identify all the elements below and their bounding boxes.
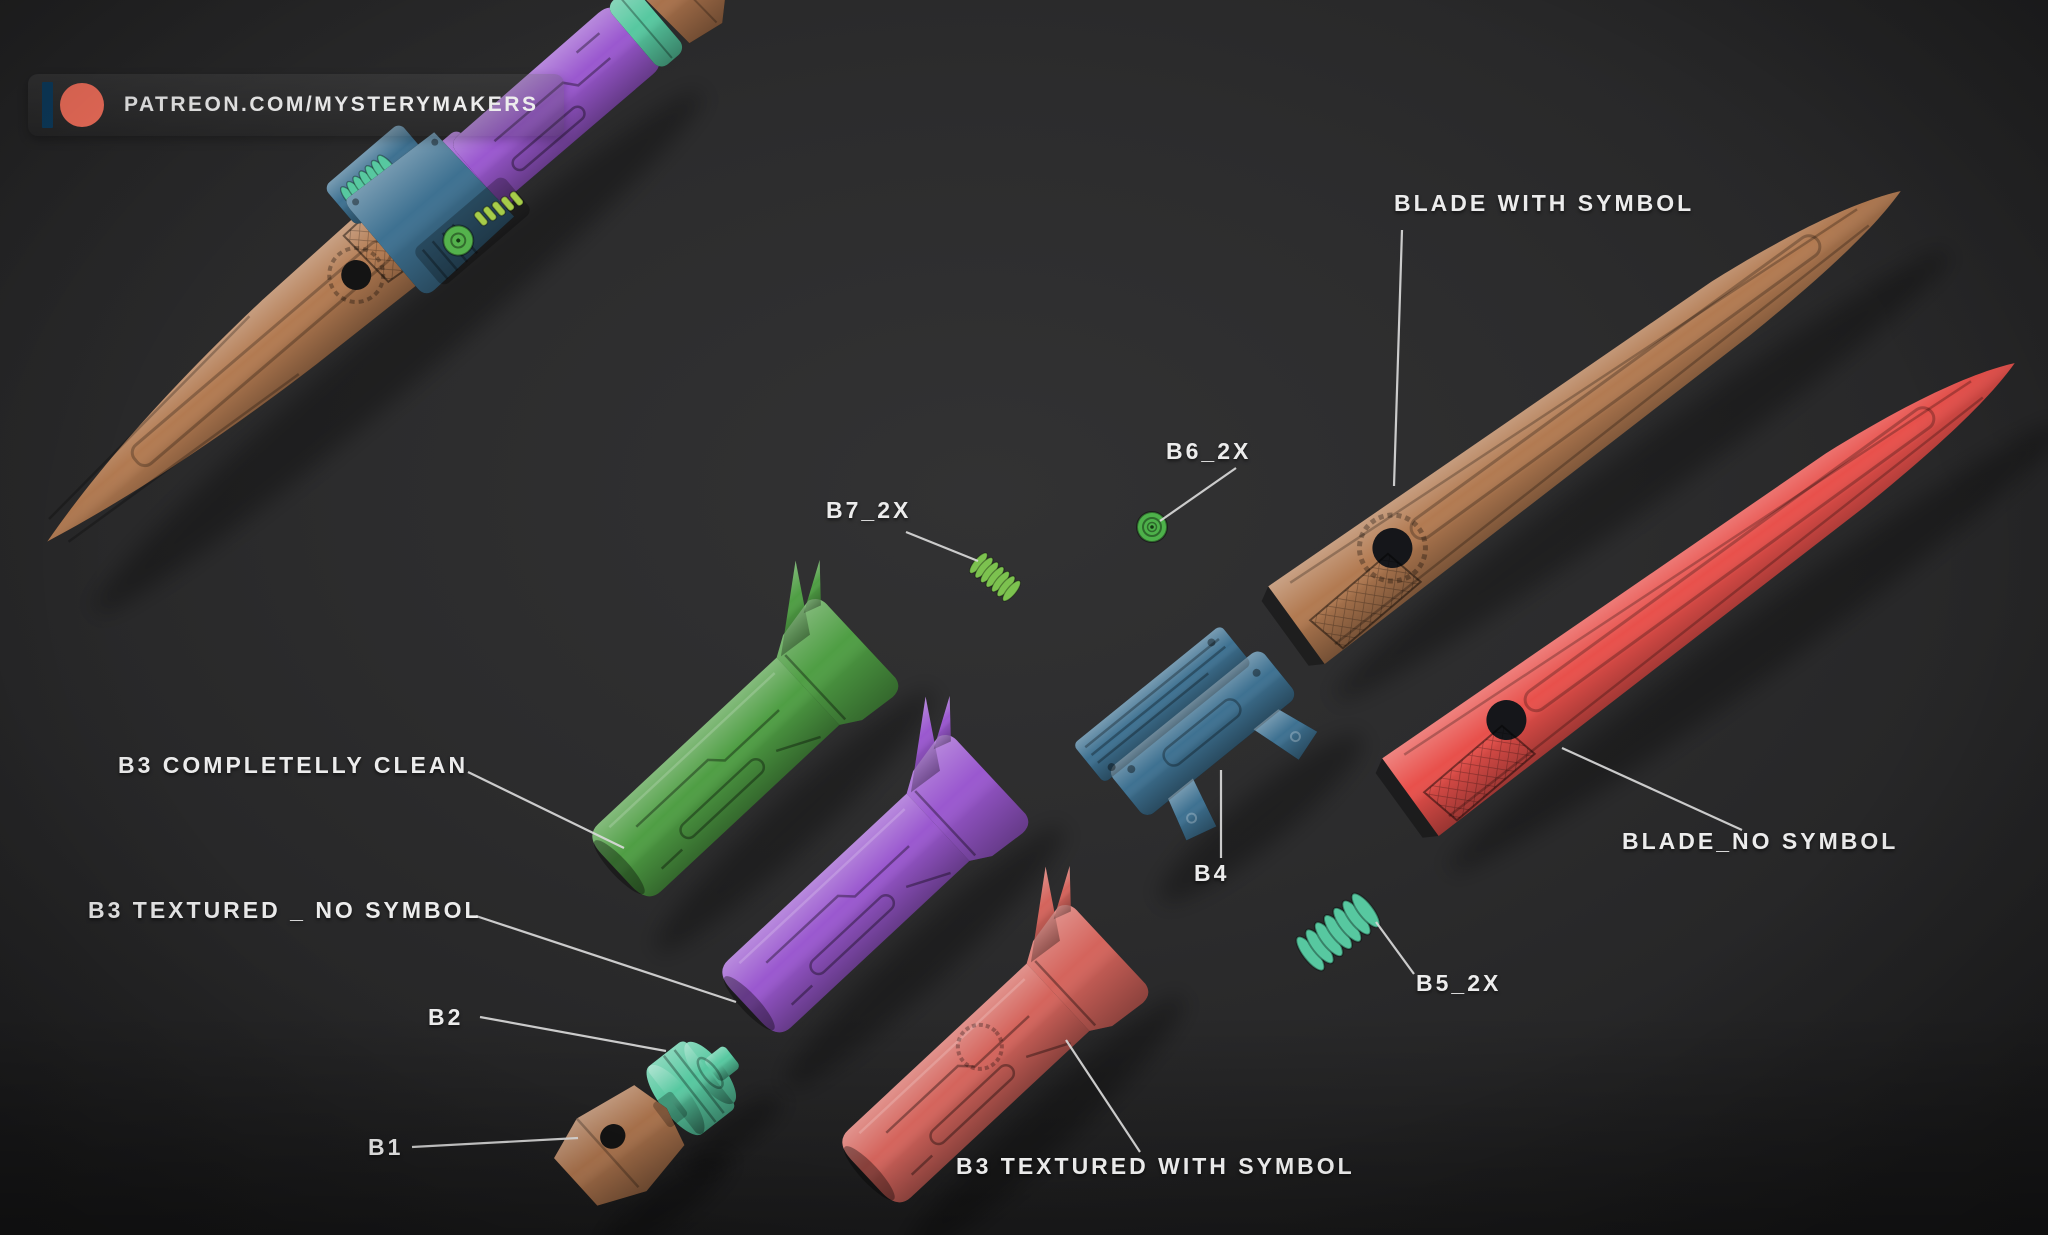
patreon-logo-icon [60,83,104,127]
leader-b3-clean [467,771,625,849]
b5-spring-part [1290,888,1386,976]
guard-lights [473,190,524,227]
grip-clean-part [545,548,936,952]
leader-blade-no-symbol [1561,746,1743,832]
b1-pommel-part [543,1071,732,1235]
assembled-guard [323,122,530,298]
leader-b1 [411,1136,579,1149]
blade-no-symbol-part [1369,321,2048,872]
assembled-ring [605,0,687,71]
label-blade-with-symbol: BLADE WITH SYMBOL [1394,190,1695,216]
label-b2: B2 [428,1004,464,1030]
laurel-symbol [1356,512,1428,584]
b6-washer-part [1136,511,1168,543]
blade-with-symbol-part [1255,149,1951,700]
laurel-symbol [955,1022,1004,1071]
assembled-knife [16,0,744,614]
label-b3-textured-no-symbol: B3 TEXTURED _ NO SYMBOL [88,897,482,923]
b7-spring-part [966,549,1024,605]
leader-b5 [1375,921,1415,975]
b2-cap-part [637,1021,783,1172]
leader-blade-with-symbol [1392,229,1404,487]
label-b3-clean: B3 COMPLETELLY CLEAN [118,752,469,778]
leader-b2 [479,1015,667,1053]
leader-b3-with-symbol [1065,1039,1141,1153]
b4-guard-part [1072,614,1364,903]
label-b7: B7_2X [826,497,912,523]
leader-b6 [1159,467,1237,522]
label-b6: B6_2X [1166,438,1252,464]
label-b4: B4 [1194,860,1230,886]
leader-b7 [905,530,979,563]
label-b1: B1 [368,1134,404,1160]
label-b5: B5_2X [1416,970,1502,996]
watermark-bar: PATREON.COM/MYSTERYMAKERS [28,74,565,136]
knife-shadow [93,91,704,614]
guard-button [442,224,475,257]
assembled-pommel [626,0,744,52]
grip-textured-no-symbol-part [675,684,1066,1088]
label-blade-no-symbol: BLADE_NO SYMBOL [1622,828,1899,854]
patreon-logo-bar [42,82,53,128]
watermark-text: PATREON.COM/MYSTERYMAKERS [124,93,539,116]
label-b3-textured-with-symbol: B3 TEXTURED WITH SYMBOL [956,1153,1355,1179]
grip-textured-with-symbol-part [795,854,1186,1235]
leader-b3-no-symbol [475,914,737,1004]
